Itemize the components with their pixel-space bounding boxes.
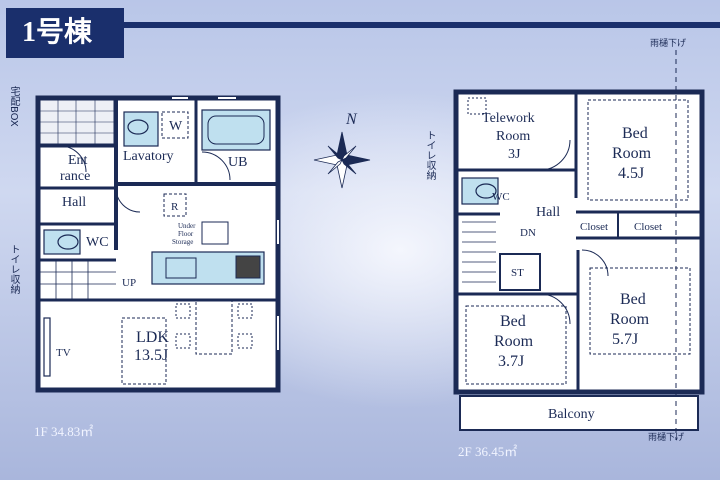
telework-size: 3J — [508, 147, 521, 162]
bed2-room-label: Room — [494, 333, 534, 350]
delivery-box-label: 宅配BOX — [8, 86, 19, 127]
toilet-storage-label-2f: トイレ収納 — [424, 130, 435, 180]
bed3-label: Bed — [620, 291, 646, 308]
toilet-2f — [461, 177, 499, 205]
entrance-label-line1: Ent — [68, 153, 88, 168]
underfloor-label: Under Floor Storage — [172, 222, 197, 246]
closet1-label: Closet — [580, 221, 608, 233]
bed2-label: Bed — [500, 313, 526, 330]
entrance-label: Ent rance — [60, 153, 91, 184]
lavatory-label: Lavatory — [123, 149, 174, 164]
downspout-label-bottom: 雨樋下げ — [648, 433, 685, 443]
bed2-size: 3.7J — [498, 353, 524, 370]
floor1-area: 1F 34.83㎡ — [34, 424, 93, 439]
floor2-plan — [453, 50, 705, 440]
dining-table — [195, 299, 233, 355]
entrance-label-line2: rance — [60, 169, 90, 184]
up-label: UP — [122, 277, 136, 289]
compass-rose — [313, 131, 371, 189]
floor1-plan — [35, 95, 281, 393]
underfloor-line2: Floor — [178, 230, 194, 238]
header-rule — [124, 22, 720, 28]
underfloor-line1: Under — [178, 222, 196, 230]
washer-space — [161, 111, 189, 139]
w-label: W — [169, 119, 183, 134]
wc-2f-label: WC — [492, 191, 510, 203]
underfloor-line3: Storage — [172, 238, 193, 246]
downspout-label-top: 雨樋下げ — [650, 39, 687, 49]
hall-2f-label: Hall — [536, 205, 560, 220]
tv-unit — [43, 317, 51, 377]
sofa — [121, 317, 167, 385]
balcony-outline — [459, 395, 699, 431]
bed-furniture-3 — [589, 267, 691, 355]
bed1-size: 4.5J — [618, 165, 644, 182]
closet2-label: Closet — [634, 221, 662, 233]
washbasin — [123, 111, 159, 147]
telework-label: Telework — [482, 111, 535, 126]
floor2-area: 2F 36.45㎡ — [458, 444, 517, 459]
telework-room-label: Room — [496, 129, 530, 144]
hall-1f-label: Hall — [62, 195, 86, 210]
building-label: 1号棟 — [6, 8, 124, 58]
toilet-storage-label-1f: トイレ収納 — [8, 244, 19, 294]
ldk-size: 13.5J — [134, 347, 168, 364]
bed3-room-label: Room — [610, 311, 650, 328]
wc-1f-label: WC — [86, 235, 109, 250]
bed-furniture-1 — [587, 99, 689, 201]
bed-furniture-2 — [465, 305, 567, 385]
tv-label: TV — [56, 347, 71, 359]
dn-label: DN — [520, 227, 536, 239]
toilet-1f — [43, 229, 81, 255]
st-label: ST — [511, 267, 524, 279]
bed1-label: Bed — [622, 125, 648, 142]
bed3-size: 5.7J — [612, 331, 638, 348]
ldk-label: LDK — [136, 329, 169, 346]
r-label: R — [171, 201, 179, 213]
ub-label: UB — [228, 155, 247, 170]
bed1-room-label: Room — [612, 145, 652, 162]
balcony-label: Balcony — [548, 407, 595, 422]
compass-north-label: N — [345, 111, 358, 128]
